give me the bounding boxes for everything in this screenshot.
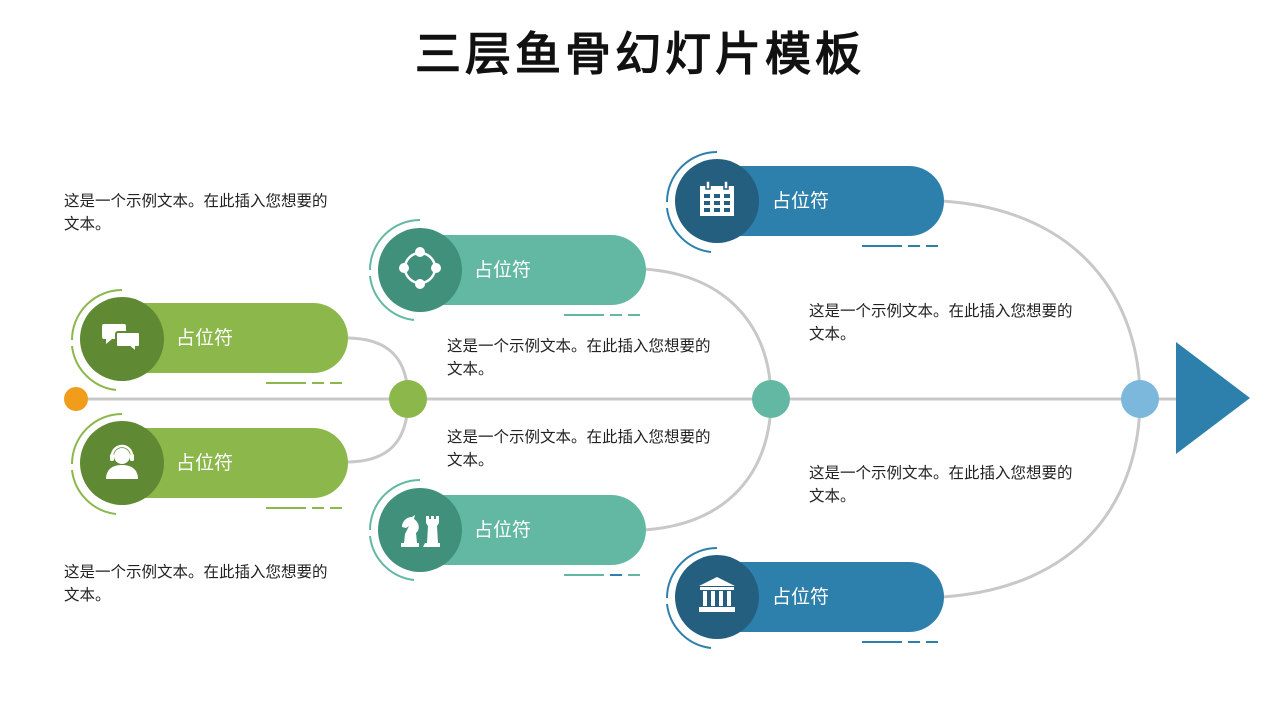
connector-teal-top <box>643 267 773 400</box>
decor-arc-blue-bottom <box>666 547 718 649</box>
slide-title: 三层鱼骨幻灯片模板 <box>415 27 865 81</box>
icon-circle-green-bottom <box>80 421 164 505</box>
icon-circle-blue-top <box>675 159 759 243</box>
icon-circle-blue-bottom <box>675 555 759 639</box>
chat-bubbles-icon <box>102 321 142 357</box>
dash-line <box>908 641 920 643</box>
dash-line <box>266 507 306 509</box>
dash-line <box>312 382 324 384</box>
decor-arc-teal-top <box>369 219 421 321</box>
description-text: 这是一个示例文本。在此插入您想要的文本。 <box>809 302 1073 343</box>
network-cycle-icon <box>398 246 442 294</box>
node-teal <box>752 380 790 418</box>
pill-label: 占位符 <box>176 327 234 349</box>
dash-line <box>908 245 920 247</box>
decor-arc-teal-bottom <box>369 479 421 581</box>
pill-label: 占位符 <box>474 519 532 541</box>
dash-line <box>330 382 342 384</box>
decor-arc-green-bottom <box>71 413 123 515</box>
dash-line <box>564 574 604 576</box>
dash-line <box>926 245 938 247</box>
dash-line <box>330 507 342 509</box>
calendar-icon <box>698 180 736 222</box>
connector-blue-bottom <box>941 398 1142 599</box>
icon-circle-teal-top <box>378 228 462 312</box>
dash-line <box>862 245 902 247</box>
dash-line <box>628 314 640 316</box>
bank-building-icon <box>697 576 737 618</box>
decor-arc-blue-top <box>666 151 718 253</box>
description-text: 这是一个示例文本。在此插入您想要的文本。 <box>809 464 1073 505</box>
dash-line <box>610 314 622 316</box>
dash-line <box>926 641 938 643</box>
pill-label: 占位符 <box>176 452 234 474</box>
pill-label: 占位符 <box>474 259 532 281</box>
icon-circle-teal-bottom <box>378 488 462 572</box>
decor-arc-green-top <box>71 289 123 391</box>
dash-line <box>312 507 324 509</box>
dash-line <box>610 574 622 576</box>
description-text: 这是一个示例文本。在此插入您想要的文本。 <box>447 337 711 378</box>
description-text: 这是一个示例文本。在此插入您想要的文本。 <box>447 428 711 469</box>
start-dot <box>64 387 88 411</box>
connector-teal-bottom <box>643 398 773 532</box>
chess-pieces-icon <box>397 507 443 553</box>
dash-line <box>862 641 902 643</box>
headset-user-icon <box>104 442 140 484</box>
description-text: 这是一个示例文本。在此插入您想要的文本。 <box>64 563 328 604</box>
pill-label: 占位符 <box>772 190 830 212</box>
dash-line <box>628 574 640 576</box>
icon-circle-green-top <box>80 297 164 381</box>
node-green <box>389 380 427 418</box>
dash-line <box>564 314 604 316</box>
pill-label: 占位符 <box>772 586 830 608</box>
arrow-head <box>1176 342 1250 454</box>
node-blue <box>1121 380 1159 418</box>
description-text: 这是一个示例文本。在此插入您想要的文本。 <box>64 192 328 233</box>
dash-line <box>266 382 306 384</box>
connector-blue-top <box>941 199 1142 400</box>
